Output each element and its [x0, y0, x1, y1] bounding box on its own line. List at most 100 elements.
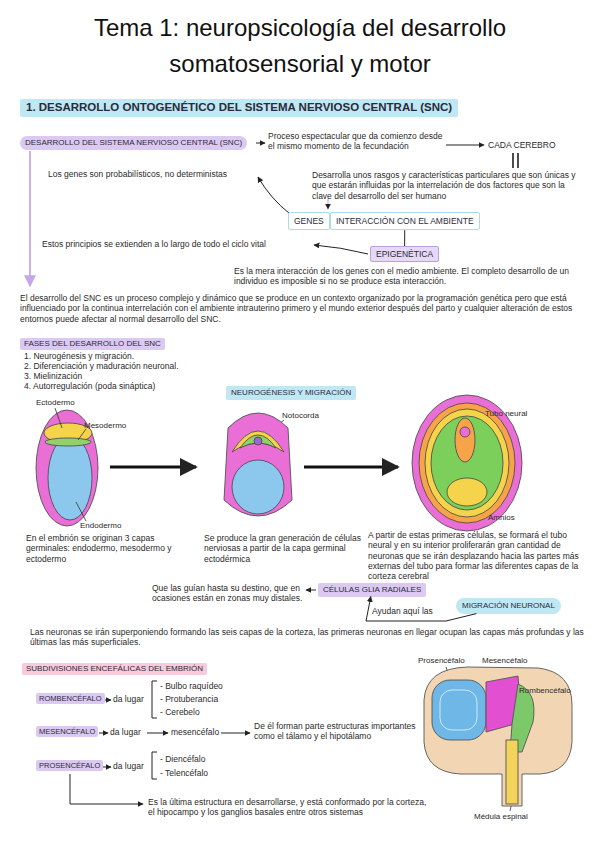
factor-box: GENES [288, 212, 330, 230]
leader-arrow [103, 767, 111, 768]
node-text: SUBDIVISIONES ENCEFÁLICAS DEL EMBRIÓN [26, 664, 203, 674]
note-text: Se produce la gran generación de células… [204, 533, 364, 564]
neural-canal [460, 427, 470, 437]
note-text: De él forman parte estructuras important… [254, 721, 434, 742]
section-heading: 1. DESARROLLO ONTOGENÉTICO DEL SISTEMA N… [20, 99, 458, 117]
note-text: - Cerebelo [160, 707, 200, 717]
note-text: Ectodermo [36, 398, 75, 408]
prosencephalon-inner [440, 690, 477, 730]
prosencephalon-region [432, 680, 486, 740]
node-text: ROMBENCÉFALO [39, 694, 102, 703]
structure-highlight: MESENCÉFALO [36, 726, 98, 737]
leader-arrows [30, 143, 518, 286]
structure-highlight: PROSENCÉFALO [36, 760, 103, 771]
ectoderm-layer [232, 431, 284, 452]
node-text: CÉLULAS GLIA RADIALES [323, 585, 421, 595]
note-text: - Protuberancia [160, 694, 218, 704]
note-text: Amnios [488, 513, 515, 523]
topic-pill: MIGRACIÓN NEURONAL [456, 598, 561, 614]
note-text: Notocorda [282, 411, 319, 421]
neural-tube [455, 418, 475, 462]
bracket [152, 752, 157, 779]
topic-highlight: CÉLULAS GLIA RADIALES [318, 583, 426, 597]
big-arrow [304, 466, 398, 469]
note-text: Prosencéfalo [418, 656, 465, 666]
page-title: Tema 1: neuropsicología del desarrollo s… [20, 10, 580, 82]
structure-highlight: ROMBENCÉFALO [36, 693, 105, 704]
note-text: Mesodermo [84, 421, 126, 431]
node-text: MIGRACIÓN NEURONAL [462, 601, 555, 611]
topic-highlight: NEUROGÉNESIS Y MIGRACIÓN [226, 386, 356, 400]
leader-arrow [258, 177, 290, 214]
connector [404, 230, 405, 246]
leader-arrow [256, 143, 265, 144]
note-text: Rombencéfalo [519, 686, 571, 696]
leader-arrow [99, 733, 108, 734]
note-text: da lugar [113, 694, 144, 704]
leader-line [55, 408, 62, 428]
equals-sign [513, 153, 518, 168]
head-outline [424, 667, 572, 806]
note-text: da lugar [113, 761, 144, 771]
endoderm-layer [48, 436, 92, 520]
connector-label: Ayudan aquí las [372, 606, 433, 616]
embryo-outline [224, 413, 292, 516]
note-text: Las neuronas se irán superponiendo forma… [30, 627, 586, 648]
note-text: 2. Diferenciación y maduración neuronal. [24, 361, 179, 371]
big-arrow [110, 466, 196, 469]
leader-arrow [446, 145, 484, 146]
leader-arrow [147, 733, 168, 734]
mesoderm-layer [240, 435, 276, 448]
note-text: mesencéfalo [171, 727, 219, 737]
node-text: 1. DESARROLLO ONTOGENÉTICO DEL SISTEMA N… [26, 101, 452, 115]
bracket [152, 681, 157, 718]
note-text: A partir de estas primeras células, se f… [368, 530, 588, 582]
mesoderm-layer [45, 438, 91, 446]
note-text: 4. Autorregulación (poda sináptica) [24, 381, 155, 391]
leader-line [78, 429, 86, 440]
node-text: INTERACCIÓN CON EL AMBIENTE [336, 216, 474, 226]
note-text: Desarrolla unos rasgos y características… [312, 170, 584, 201]
note-text: - Telencéfalo [160, 768, 208, 778]
note-text: Que las guían hasta su destino, que en o… [152, 583, 307, 604]
note-text: CADA CEREBRO [488, 140, 556, 150]
node-text: GENES [294, 216, 324, 226]
leader-arrow [29, 151, 31, 286]
spinal-cord [506, 740, 518, 804]
leader-arrow [306, 590, 316, 591]
leader-arrow [314, 245, 368, 254]
embryo-layer [419, 403, 515, 523]
connector [366, 597, 476, 621]
node-text: NEUROGÉNESIS Y MIGRACIÓN [231, 388, 351, 398]
note-text: da lugar [110, 727, 141, 737]
endoderm-layer [232, 460, 284, 514]
node-text: DESARROLLO DEL SISTEMA NERVIOSO CENTRAL … [25, 138, 242, 148]
note-text: - Bulbo raquídeo [160, 681, 223, 691]
note-text: 3. Mielinización [24, 371, 82, 381]
note-text: Estos principios se extienden a lo largo… [42, 239, 266, 249]
note-text: Tubo neural [485, 409, 527, 419]
node-text: PROSENCÉFALO [39, 761, 100, 770]
embryo-layer [431, 416, 503, 510]
note-text: 1. Neurogénesis y migración. [24, 351, 134, 361]
topic-highlight: FASES DEL DESARROLLO DEL SNC [20, 338, 165, 350]
concept-box: EPIGENÉTICA [370, 246, 439, 262]
topic-highlight: SUBDIVISIONES ENCEFÁLICAS DEL EMBRIÓN [22, 663, 207, 675]
note-text: Los genes son probabilísticos, no determ… [48, 169, 227, 179]
factor-box: INTERACCIÓN CON EL AMBIENTE [330, 212, 480, 230]
leader-line [76, 502, 86, 521]
embryo-layer [447, 478, 487, 506]
embryo-layer [425, 409, 509, 517]
note-text: El desarrollo del SNC es un proceso comp… [20, 293, 580, 324]
node-text: EPIGENÉTICA [376, 249, 433, 259]
note-text: Mesencéfalo [482, 656, 527, 666]
topic-highlight: DESARROLLO DEL SISTEMA NERVIOSO CENTRAL … [20, 136, 247, 150]
leader-arrow [221, 733, 250, 734]
node-text: MESENCÉFALO [39, 727, 95, 736]
embryo-stage-2 [224, 413, 292, 516]
node-text: FASES DEL DESARROLLO DEL SNC [24, 339, 161, 349]
leader-arrow [70, 774, 143, 804]
note-text: Es la última estructura en desarrollarse… [148, 797, 433, 818]
